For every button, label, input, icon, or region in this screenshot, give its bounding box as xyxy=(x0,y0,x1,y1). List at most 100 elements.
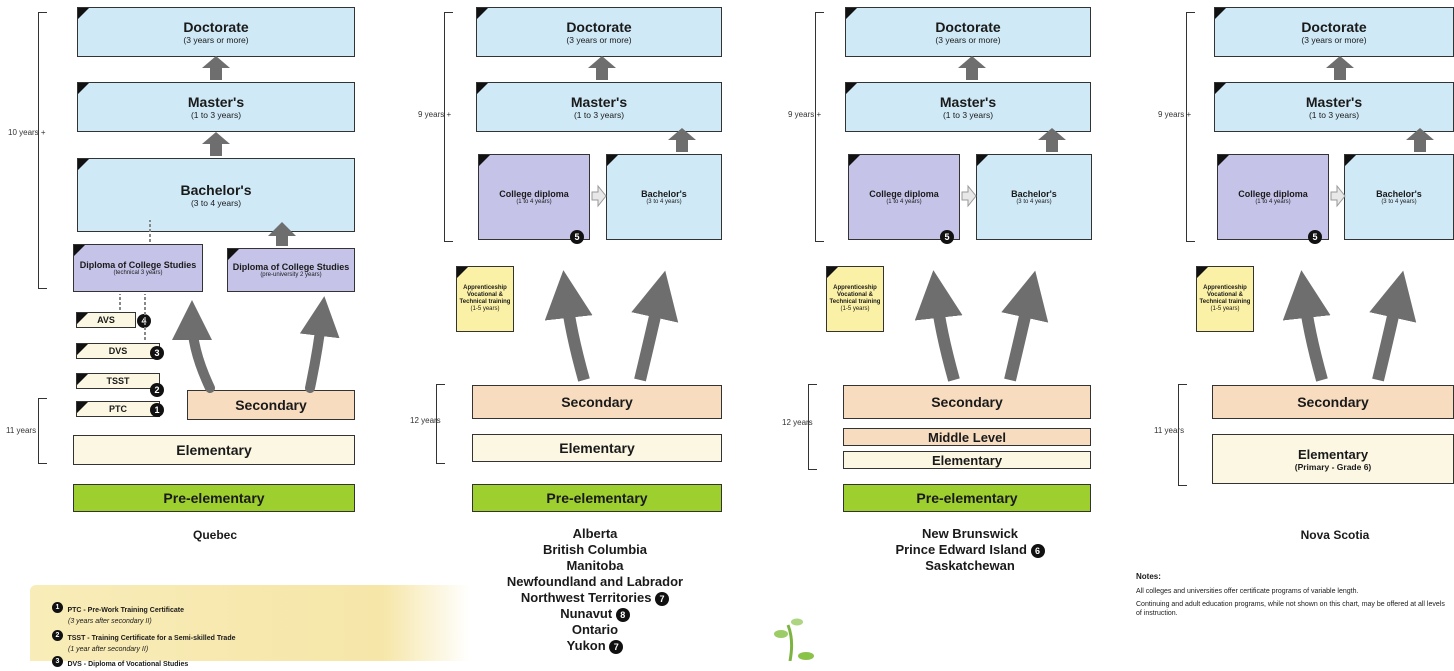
col3-apprenticeship-title: Apprenticeship Vocational & Technical tr… xyxy=(829,285,881,305)
quebec-secondary-box: Secondary xyxy=(187,390,355,420)
quebec-elementary-label: Elementary xyxy=(176,442,252,458)
col3-years-top-label: 9 years + xyxy=(788,110,822,119)
col4-masters-sub: (1 to 3 years) xyxy=(1308,110,1360,120)
col2-bachelors-title: Bachelor's xyxy=(641,188,687,199)
col4-years-bracket-top xyxy=(1186,12,1195,242)
col3-arrow-college-bachelors xyxy=(961,184,977,208)
corner-mark xyxy=(78,159,89,170)
corner-mark xyxy=(846,8,857,19)
col4-college-title: College diploma xyxy=(1238,188,1308,199)
col3-doctorate-sub: (3 years or more) xyxy=(935,35,1001,45)
col3-masters-box: Master's (1 to 3 years) xyxy=(845,82,1091,132)
corner-mark xyxy=(1215,8,1226,19)
col3-preelementary-label: Pre-elementary xyxy=(916,490,1018,506)
notes-title: Notes: xyxy=(1136,572,1161,581)
quebec-tsst-label: TSST xyxy=(106,376,130,386)
quebec-masters-title: Master's xyxy=(187,94,245,110)
col4-secondary-label: Secondary xyxy=(1297,394,1369,410)
col4-bachelors-box: Bachelor's (3 to 4 years) xyxy=(1344,154,1454,240)
col2-arrow-masters-doctorate xyxy=(588,56,616,80)
col1-arrow-bachelors-masters xyxy=(202,132,230,156)
col4-arrow-secondary-college xyxy=(1282,270,1331,382)
col4-doctorate-sub: (3 years or more) xyxy=(1301,35,1367,45)
col4-arrow-bachelors-masters xyxy=(1406,128,1434,152)
col4-bachelors-title: Bachelor's xyxy=(1376,188,1422,199)
col2-badge-5: 5 xyxy=(570,230,584,244)
col3-middle-level-box: Middle Level xyxy=(843,428,1091,446)
col4-doctorate-title: Doctorate xyxy=(1301,19,1367,35)
col3-bachelors-title: Bachelor's xyxy=(1011,188,1057,199)
quebec-masters-sub: (1 to 3 years) xyxy=(190,110,242,120)
col4-masters-box: Master's (1 to 3 years) xyxy=(1214,82,1454,132)
col3-years-bracket-top xyxy=(815,12,824,242)
col3-bachelors-sub: (3 to 4 years) xyxy=(1016,198,1052,205)
col3-arrows xyxy=(958,56,1066,208)
col4-apprenticeship-sub: (1-5 years) xyxy=(1210,306,1240,312)
col4-arrows xyxy=(1326,56,1434,208)
quebec-badge-3: 3 xyxy=(150,346,164,360)
col2-masters-sub: (1 to 3 years) xyxy=(573,110,625,120)
legend-item-2-sub: (1 year after secondary II) xyxy=(68,646,149,653)
col2-doctorate-title: Doctorate xyxy=(566,19,632,35)
col3-college-sub: (1 to 4 years) xyxy=(886,198,922,205)
legend-badge-3: 3 xyxy=(52,656,63,668)
corner-mark xyxy=(77,313,88,324)
col3-years-bracket-bottom xyxy=(808,384,817,470)
col2-college-title: College diploma xyxy=(499,188,569,199)
col4-elementary-sub: (Primary - Grade 6) xyxy=(1294,461,1372,472)
col3-bachelors-box: Bachelor's (3 to 4 years) xyxy=(976,154,1092,240)
col2-years-top-label: 9 years + xyxy=(418,110,452,119)
col3-arrow-secondary-bachelors xyxy=(1001,270,1049,382)
corner-mark xyxy=(1215,83,1226,94)
col3-doctorate-title: Doctorate xyxy=(935,19,1001,35)
col1-arrow-dcs-bachelors xyxy=(268,222,296,246)
col1-arrow-masters-doctorate xyxy=(202,56,230,80)
province-pei-badge: 6 xyxy=(1030,543,1045,558)
quebec-dcs-technical-box: Diploma of College Studies (technical 3 … xyxy=(73,244,203,292)
col4-badge-5: 5 xyxy=(1308,230,1322,244)
quebec-preelementary-box: Pre-elementary xyxy=(73,484,355,512)
province-yukon: Yukon xyxy=(566,638,606,653)
col3-big-arrows xyxy=(914,270,1049,382)
col2-arrow-secondary-bachelors xyxy=(631,270,679,382)
notes-line-1: All colleges and universities offer cert… xyxy=(1136,588,1359,595)
province-nunavut-row: Nunavut 8 xyxy=(460,606,730,622)
col3-secondary-box: Secondary xyxy=(843,385,1091,419)
col4-big-arrows xyxy=(1282,270,1417,382)
corner-mark xyxy=(849,155,860,166)
quebec-secondary-label: Secondary xyxy=(235,397,307,413)
col3-masters-title: Master's xyxy=(939,94,997,110)
col2-big-arrows xyxy=(544,270,679,382)
quebec-years-bracket-bottom xyxy=(38,398,47,464)
col3-secondary-label: Secondary xyxy=(931,394,1003,410)
province-nwt-row: Northwest Territories 7 xyxy=(460,590,730,606)
col3-arrow-bachelors-masters xyxy=(1038,128,1066,152)
col2-apprenticeship-sub: (1-5 years) xyxy=(470,306,500,312)
corner-mark xyxy=(477,8,488,19)
corner-mark xyxy=(607,155,618,166)
legend-item-1-sub: (3 years after secondary II) xyxy=(68,618,152,625)
quebec-avs-box: AVS xyxy=(76,312,136,328)
quebec-tsst-box: TSST xyxy=(76,373,160,389)
province-manitoba: Manitoba xyxy=(566,558,624,573)
col4-years-bracket-bottom xyxy=(1178,384,1187,486)
legend-badge-1: 1 xyxy=(52,602,63,614)
province-alberta: Alberta xyxy=(572,526,618,541)
legend-item-2-title: TSST - Training Certificate for a Semi-s… xyxy=(67,635,236,642)
notes-line-2: Continuing and adult education programs,… xyxy=(1136,601,1445,617)
corner-mark xyxy=(977,155,988,166)
col2-preelementary-box: Pre-elementary xyxy=(472,484,722,512)
province-newfoundland: Newfoundland and Labrador xyxy=(506,574,684,589)
legend-item-1: 1 PTC - Pre-Work Training Certificate (3… xyxy=(52,599,452,626)
quebec-caption: Quebec xyxy=(192,528,237,542)
province-ontario: Ontario xyxy=(571,622,619,637)
quebec-badge-1: 1 xyxy=(150,403,164,417)
col2-elementary-box: Elementary xyxy=(472,434,722,462)
province-british-columbia: British Columbia xyxy=(542,542,647,557)
col3-apprenticeship-sub: (1-5 years) xyxy=(840,306,870,312)
col1-big-arrows xyxy=(172,296,340,393)
province-nunavut-badge: 8 xyxy=(615,607,630,622)
col4-years-top-label: 9 years + xyxy=(1158,110,1192,119)
col3-years-bottom-label: 12 years xyxy=(782,418,813,427)
